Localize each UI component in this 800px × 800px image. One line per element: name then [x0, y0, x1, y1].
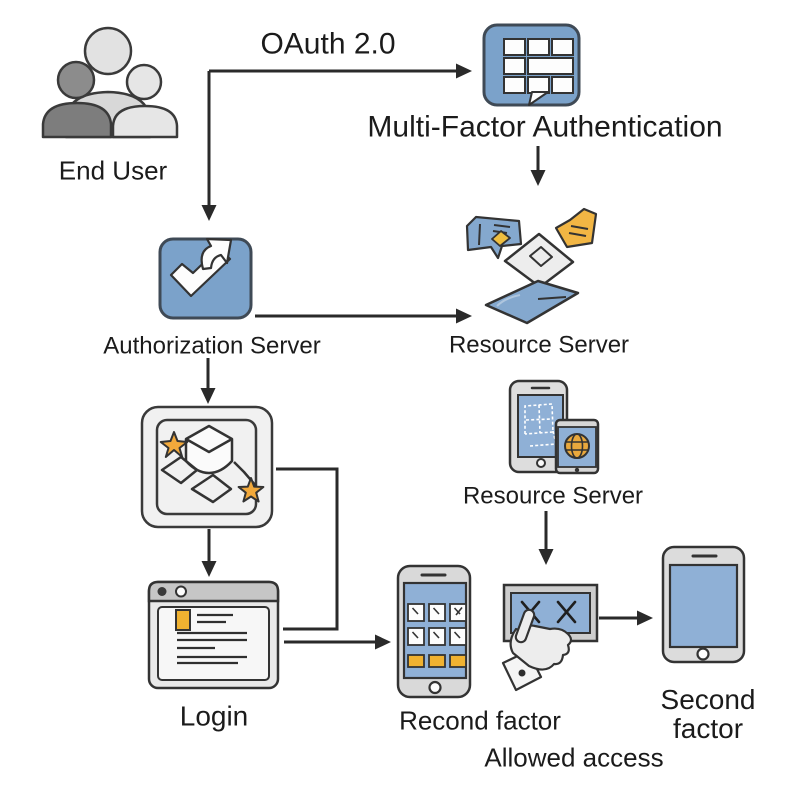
- connector-lines: [206, 69, 637, 644]
- label-login: Login: [179, 700, 249, 732]
- star-icon: [237, 477, 265, 503]
- label-resource-server-top: Resource Server: [448, 331, 630, 359]
- label-end-user: End User: [58, 155, 168, 186]
- brick-chat-icon: [482, 23, 581, 107]
- credentials-box-icon: [140, 405, 274, 529]
- pointing-hand-icon: [501, 608, 573, 692]
- panel-x-hand-icon: [501, 583, 599, 692]
- label-second-factor-phone: Recond factor: [399, 705, 561, 736]
- label-resource-server-mid: Resource Server: [462, 482, 644, 510]
- phones-map-globe-icon: [508, 379, 600, 475]
- label-authorization-server: Authorization Server: [103, 332, 321, 360]
- browser-window-icon: [147, 580, 280, 690]
- label-allowed-access: Allowed access: [484, 742, 664, 773]
- users-group-icon: [41, 26, 179, 139]
- keypad-phone-icon: [396, 564, 472, 699]
- check-arrow-badge-icon: [158, 237, 253, 320]
- label-second-factor-tablet: Second factor: [660, 684, 756, 745]
- tablet-icon: [661, 545, 746, 664]
- stacked-cards-icon: [465, 207, 598, 325]
- arrow-heads: [200, 63, 653, 650]
- elbow-credentials-login: [276, 467, 339, 631]
- flow-label-oauth: OAuth 2.0: [260, 27, 396, 61]
- label-mfa: Multi-Factor Authentication: [367, 110, 723, 144]
- star-icon: [159, 431, 189, 458]
